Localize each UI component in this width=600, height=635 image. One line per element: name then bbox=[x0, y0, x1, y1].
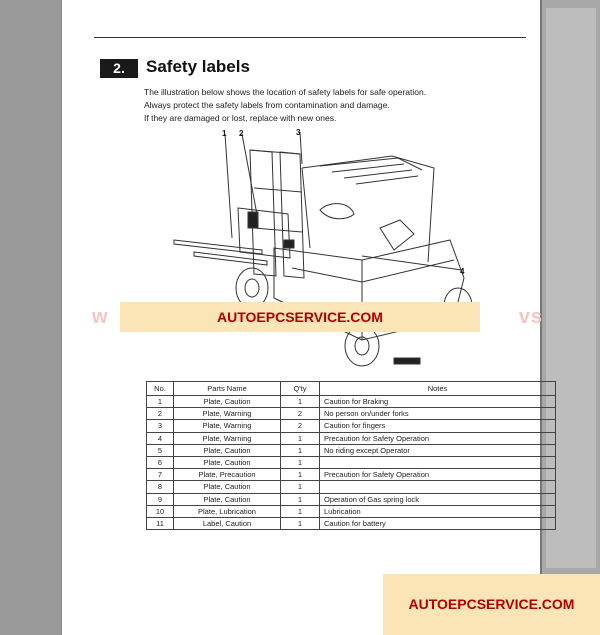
col-header-parts-name: Parts Name bbox=[173, 381, 281, 396]
cell-qty: 1 bbox=[280, 468, 320, 482]
cell-no: 6 bbox=[146, 455, 174, 470]
carriage bbox=[237, 207, 291, 259]
cell-qty: 1 bbox=[280, 431, 320, 445]
cell-no: 8 bbox=[146, 480, 174, 494]
cell-qty: 1 bbox=[280, 480, 320, 494]
leader-line-4 bbox=[361, 255, 463, 271]
cell-notes: Caution for battery bbox=[319, 516, 556, 531]
cell-parts-name: Plate, Warning bbox=[173, 419, 281, 433]
section-number: 2. bbox=[100, 59, 138, 78]
cell-notes bbox=[319, 455, 556, 470]
cell-no: 11 bbox=[146, 516, 174, 531]
watermark-banner: AUTOEPCSERVICE.COM bbox=[120, 302, 480, 332]
callout-2: 2 bbox=[239, 129, 244, 138]
steering-wheel bbox=[319, 203, 355, 220]
callout-1: 1 bbox=[222, 129, 227, 138]
cell-notes: Caution for Braking bbox=[319, 394, 556, 409]
cell-no: 3 bbox=[146, 419, 174, 433]
cell-notes: Precaution for Safety Operation bbox=[319, 468, 556, 482]
intro-line: The illustration below shows the locatio… bbox=[144, 87, 427, 97]
cell-parts-name: Plate, Precaution bbox=[173, 468, 281, 482]
col-header-qty: Q'ty bbox=[280, 381, 320, 396]
watermark-left: w bbox=[92, 306, 109, 328]
callout-3: 3 bbox=[296, 128, 301, 137]
watermark: w vs bbox=[87, 302, 547, 332]
cell-parts-name: Plate, Caution bbox=[173, 394, 281, 409]
cell-no: 1 bbox=[146, 394, 174, 409]
mast-right bbox=[279, 151, 305, 279]
section-title: Safety labels bbox=[146, 57, 250, 76]
cell-parts-name: Plate, Caution bbox=[173, 443, 281, 457]
col-header-notes: Notes bbox=[319, 381, 556, 396]
cell-no: 4 bbox=[146, 431, 174, 445]
cell-notes: Precaution for Safety Operation bbox=[319, 431, 556, 445]
leader-line-1 bbox=[224, 133, 233, 239]
cell-qty: 1 bbox=[280, 492, 320, 506]
cell-qty: 1 bbox=[280, 394, 320, 409]
cell-parts-name: Plate, Warning bbox=[173, 431, 281, 445]
cell-parts-name: Plate, Caution bbox=[173, 492, 281, 506]
label-marker bbox=[283, 239, 295, 249]
col-header-no: No. bbox=[146, 381, 174, 396]
viewer-right-gutter bbox=[540, 0, 600, 635]
cell-parts-name: Plate, Caution bbox=[173, 480, 281, 494]
cell-parts-name: Plate, Caution bbox=[173, 455, 281, 470]
overhead-guard bbox=[301, 155, 435, 263]
header-rule bbox=[94, 37, 526, 38]
label-marker bbox=[393, 357, 421, 365]
cell-qty: 2 bbox=[280, 407, 320, 421]
fork-left bbox=[173, 239, 263, 255]
cell-notes: No person on/under forks bbox=[319, 407, 556, 421]
watermark-right: vs bbox=[518, 306, 543, 328]
intro-line: If they are damaged or lost, replace wit… bbox=[144, 113, 337, 123]
cell-qty: 2 bbox=[280, 419, 320, 433]
callout-4: 4 bbox=[460, 267, 465, 276]
cell-notes: Operation of Gas spring lock bbox=[319, 492, 556, 506]
cell-no: 10 bbox=[146, 504, 174, 518]
cell-notes bbox=[319, 480, 556, 494]
cell-parts-name: Plate, Lubrication bbox=[173, 504, 281, 518]
cell-parts-name: Label, Caution bbox=[173, 516, 281, 531]
fork-right bbox=[193, 251, 268, 266]
cell-qty: 1 bbox=[280, 504, 320, 518]
seat bbox=[379, 219, 415, 251]
footer-banner: AUTOEPCSERVICE.COM bbox=[383, 574, 600, 635]
cell-no: 9 bbox=[146, 492, 174, 506]
cell-notes: Lubrication bbox=[319, 504, 556, 518]
cell-notes: No riding except Operator bbox=[319, 443, 556, 457]
cell-no: 2 bbox=[146, 407, 174, 421]
intro-line: Always protect the safety labels from co… bbox=[144, 100, 390, 110]
table-header-row: No. Parts Name Q'ty Notes bbox=[146, 381, 556, 396]
leader-line-2 bbox=[241, 133, 259, 221]
forklift-illustration: 1 2 3 4 bbox=[173, 128, 473, 367]
cell-qty: 1 bbox=[280, 443, 320, 457]
cell-notes: Caution for fingers bbox=[319, 419, 556, 433]
cell-no: 7 bbox=[146, 468, 174, 482]
cell-qty: 1 bbox=[280, 455, 320, 470]
leader-line-3 bbox=[299, 131, 303, 165]
cell-qty: 1 bbox=[280, 516, 320, 531]
cell-no: 5 bbox=[146, 443, 174, 457]
cell-parts-name: Plate, Warning bbox=[173, 407, 281, 421]
intro-text: The illustration below shows the locatio… bbox=[144, 86, 524, 125]
